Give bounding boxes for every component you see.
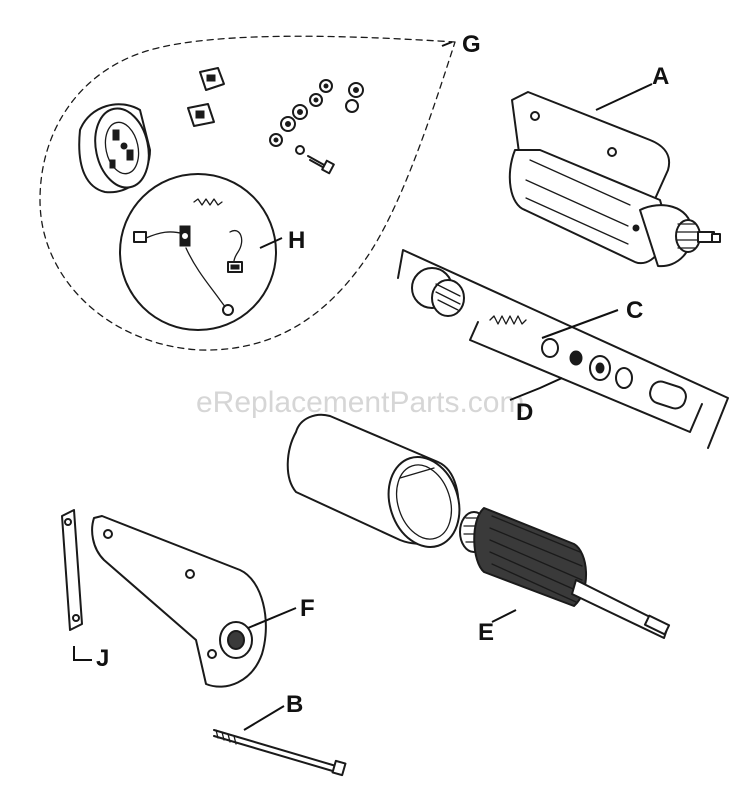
armature-shaft xyxy=(571,579,669,639)
field-frame-shell xyxy=(286,413,461,548)
bracket-frame-c xyxy=(469,321,703,433)
callout-h: H xyxy=(288,227,305,254)
brush-holders xyxy=(187,67,225,127)
retainer-nut xyxy=(569,350,583,366)
end-cap xyxy=(78,103,151,194)
starter-motor-assembly xyxy=(508,91,721,268)
callout-d: D xyxy=(516,399,533,426)
bracket-frame-d xyxy=(397,249,729,449)
dashed-outline-g xyxy=(39,35,456,351)
callout-b: B xyxy=(286,691,303,718)
callout-f: F xyxy=(300,595,315,622)
through-bolt-b xyxy=(213,729,347,777)
drive-pinion-c xyxy=(411,267,465,317)
detail-circle-h xyxy=(119,173,277,331)
spring xyxy=(193,198,223,206)
callout-e: E xyxy=(478,619,494,646)
drive-spring xyxy=(489,315,527,325)
strap-j xyxy=(61,509,83,631)
callout-g: G xyxy=(462,31,481,58)
snap-ring xyxy=(615,367,633,389)
callout-j: J xyxy=(96,645,109,672)
armature xyxy=(459,507,671,639)
pinion-gear-a xyxy=(675,219,721,253)
washers-and-nuts xyxy=(269,79,364,175)
group-h-brush-spring-detail xyxy=(119,173,277,331)
brush-lead-wire-bottom xyxy=(185,247,227,309)
group-g-end-cap-kit xyxy=(39,35,456,351)
terminal-post xyxy=(179,225,191,247)
drive-end-bracket-f xyxy=(91,515,267,688)
stop-sleeve xyxy=(649,380,687,410)
callout-c: C xyxy=(626,297,643,324)
callout-a: A xyxy=(652,63,669,90)
leader-lines xyxy=(73,41,653,731)
brush-lead-wire-left xyxy=(145,231,185,239)
watermark-text: eReplacementParts.com xyxy=(196,386,524,419)
thrust-washer xyxy=(541,338,559,358)
drive-parts-kit xyxy=(397,249,729,449)
